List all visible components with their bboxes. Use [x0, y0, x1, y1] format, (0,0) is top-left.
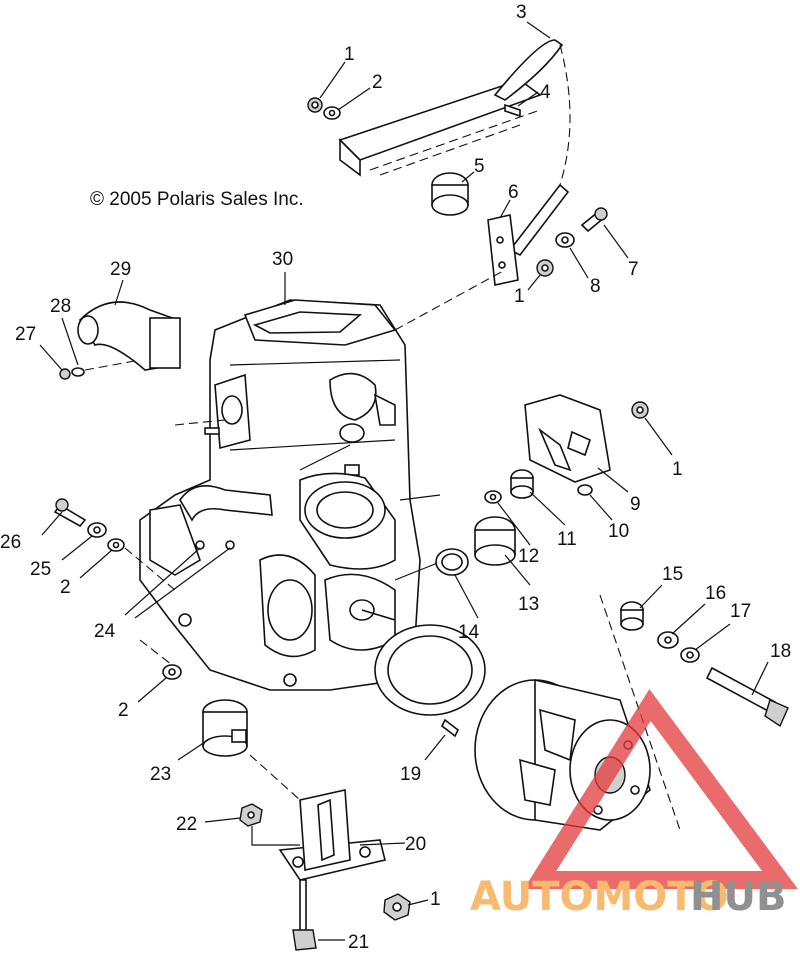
callout-label: 23 — [150, 764, 171, 785]
callout-label: 12 — [518, 546, 539, 567]
callout-label: 9 — [630, 494, 641, 515]
watermark-logo: AUTOMOTO HUB — [470, 689, 798, 920]
callout-label: 14 — [458, 622, 480, 643]
callout-label: 16 — [705, 583, 726, 604]
spacer-15 — [620, 601, 644, 631]
dash-lower-washer — [139, 639, 173, 666]
bolt-27 — [59, 368, 71, 380]
dash-bracket-to-engine — [394, 269, 506, 331]
bolt-4 — [504, 103, 521, 118]
callout-label: 2 — [60, 577, 71, 598]
callout-label: 29 — [110, 259, 131, 280]
callout-label: 1 — [514, 286, 525, 307]
washer-8 — [555, 232, 575, 248]
stud-left — [204, 427, 220, 435]
callout-label: 2 — [118, 700, 129, 721]
callout-label: 24 — [94, 621, 116, 642]
callout-label: 18 — [770, 641, 791, 662]
callouts: 1 2 3 4 5 6 7 8 1 29 30 28 27 1 9 10 11 … — [0, 2, 791, 953]
callout-label: 2 — [372, 72, 383, 93]
callout-label: 1 — [430, 889, 441, 910]
bolt-21 — [292, 879, 317, 951]
clip-10 — [577, 484, 593, 496]
callout-label: 25 — [30, 559, 51, 580]
watermark-text-automoto: AUTOMOTO — [470, 874, 729, 920]
callout-label: 30 — [272, 249, 293, 270]
mount-23 — [202, 699, 248, 757]
callout-label: 1 — [344, 44, 355, 65]
washer-2-lower — [162, 664, 182, 680]
callout-label: 19 — [400, 764, 421, 785]
callout-label: 20 — [405, 834, 426, 855]
mount-11 — [510, 469, 534, 499]
nut-22 — [239, 803, 263, 827]
callout-label: 6 — [508, 182, 519, 203]
plate-9 — [524, 394, 611, 483]
callout-label: 5 — [474, 156, 485, 177]
washer-16 — [657, 631, 679, 649]
nut-1-top — [307, 97, 323, 113]
nut-1-bracket — [536, 259, 554, 277]
washer-25 — [87, 522, 107, 538]
callout-label: 3 — [516, 2, 527, 23]
dash-elbow — [84, 359, 141, 371]
washer-2-left — [107, 538, 125, 552]
callout-label: 11 — [557, 529, 577, 550]
bracket-20 — [278, 789, 386, 881]
dash-engine-left — [174, 419, 226, 426]
nut-1-right — [631, 401, 649, 419]
mount-5 — [431, 172, 469, 216]
callout-label: 1 — [672, 459, 683, 480]
elbow-29 — [77, 301, 181, 371]
clamp-14 — [435, 548, 469, 576]
callout-label: 8 — [590, 276, 601, 297]
callout-label: 22 — [176, 814, 197, 835]
bushing-13 — [474, 516, 516, 566]
callout-label: 7 — [628, 259, 639, 280]
upper-mount-bracket — [338, 79, 542, 177]
engine-block — [139, 299, 446, 691]
bolt-7 — [580, 207, 608, 233]
leader-nut-22 — [251, 826, 300, 846]
washer-17 — [680, 647, 700, 663]
strap-3 — [493, 39, 571, 257]
callout-label: 27 — [15, 324, 36, 345]
copyright-notice: © 2005 Polaris Sales Inc. — [90, 189, 304, 210]
callout-label: 13 — [518, 594, 539, 615]
nut-1-bottom — [383, 893, 411, 921]
callout-label: 4 — [540, 82, 551, 103]
watermark-text-hub: HUB — [690, 874, 786, 920]
dash-left-bolt — [124, 547, 176, 591]
dash-mount-bracket — [249, 754, 301, 801]
screw-19 — [440, 718, 460, 738]
gasket-plate — [374, 624, 486, 716]
bolt-26 — [53, 498, 87, 528]
bracket-6 — [487, 214, 519, 286]
watermark-triangle — [523, 689, 798, 889]
callout-label: 10 — [608, 521, 629, 542]
callout-label: 28 — [50, 296, 71, 317]
callout-label: 17 — [730, 601, 751, 622]
callout-label: 21 — [348, 932, 369, 953]
bolt-18 — [705, 666, 789, 728]
washer-28 — [71, 367, 85, 377]
washer-12 — [484, 490, 502, 504]
callout-label: 15 — [662, 564, 683, 585]
washer-2-top — [323, 106, 341, 120]
callout-label: 26 — [0, 532, 21, 553]
